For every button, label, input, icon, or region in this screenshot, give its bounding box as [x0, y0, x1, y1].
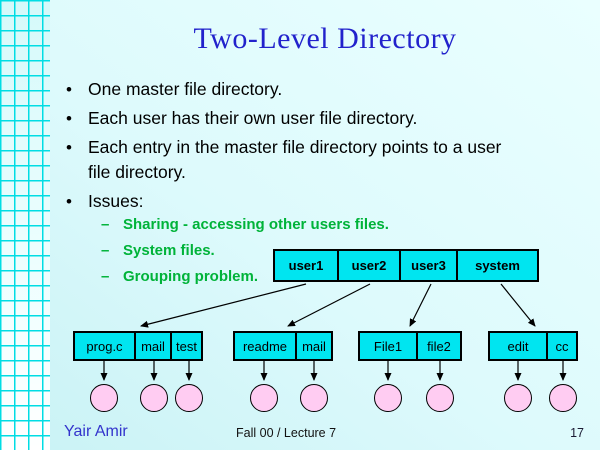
file-circle [504, 384, 532, 412]
file-cell-cc: cc [546, 333, 576, 359]
master-cell-user2: user2 [337, 251, 399, 280]
bullet-text: Each user has their own user file direct… [88, 108, 418, 128]
arrow-line [140, 283, 307, 328]
arrow-line [287, 283, 371, 327]
footer-author: Yair Amir [64, 423, 128, 440]
file-circle [175, 384, 203, 412]
sub-bullet-list: Sharing - accessing other users files. S… [101, 212, 431, 290]
file-cell-mail: mail [295, 333, 331, 359]
grid-decoration [0, 0, 50, 450]
footer-course: Fall 00 / Lecture 7 [236, 426, 337, 440]
file-cell-test: test [170, 333, 201, 359]
sub-bullet-item: Grouping problem. [101, 264, 431, 290]
arrow-line [409, 283, 432, 327]
user-directory-table-2: readme mail [233, 331, 333, 361]
sub-bullet-item: System files. [101, 238, 431, 264]
file-circle [250, 384, 278, 412]
file-cell-file1: File1 [373, 338, 403, 354]
master-cell-user1: user1 [288, 258, 324, 273]
file-circle [549, 384, 577, 412]
file-cell-mail: mail [134, 333, 170, 359]
file-circle [374, 384, 402, 412]
sub-bullet-item: Sharing - accessing other users files. [101, 212, 431, 238]
file-circle [300, 384, 328, 412]
bullet-text: Each entry in the master file directory … [88, 137, 502, 182]
file-cell-readme: readme [242, 338, 288, 354]
sub-bullet-text: Sharing - accessing other users files. [123, 216, 389, 233]
master-cell-system: system [456, 251, 537, 280]
user-directory-table-1: prog.c mail test [73, 331, 203, 361]
user-directory-table-4: edit cc [488, 331, 578, 361]
file-circle [426, 384, 454, 412]
bullet-item: Issues: [62, 189, 514, 214]
bullet-list: One master file directory. Each user has… [62, 77, 514, 218]
bullet-text: One master file directory. [88, 79, 283, 99]
sub-bullet-text: System files. [123, 242, 215, 259]
slide-title: Two-Level Directory [193, 22, 457, 55]
page-number: 17 [570, 426, 584, 440]
master-cell-user3: user3 [399, 251, 456, 280]
file-circle [140, 384, 168, 412]
bullet-item: One master file directory. [62, 77, 514, 102]
bullet-text: Issues: [88, 191, 144, 211]
user-directory-table-3: File1 file2 [358, 331, 462, 361]
sub-bullet-text: Grouping problem. [123, 268, 258, 285]
arrow-line [500, 283, 536, 327]
file-cell-edit: edit [507, 338, 529, 354]
file-cell-file2: file2 [416, 333, 460, 359]
master-directory-table: user1 user2 user3 system [273, 249, 539, 282]
bullet-item: Each entry in the master file directory … [62, 135, 514, 185]
file-cell-progc: prog.c [86, 338, 123, 354]
file-circle [90, 384, 118, 412]
bullet-item: Each user has their own user file direct… [62, 106, 514, 131]
